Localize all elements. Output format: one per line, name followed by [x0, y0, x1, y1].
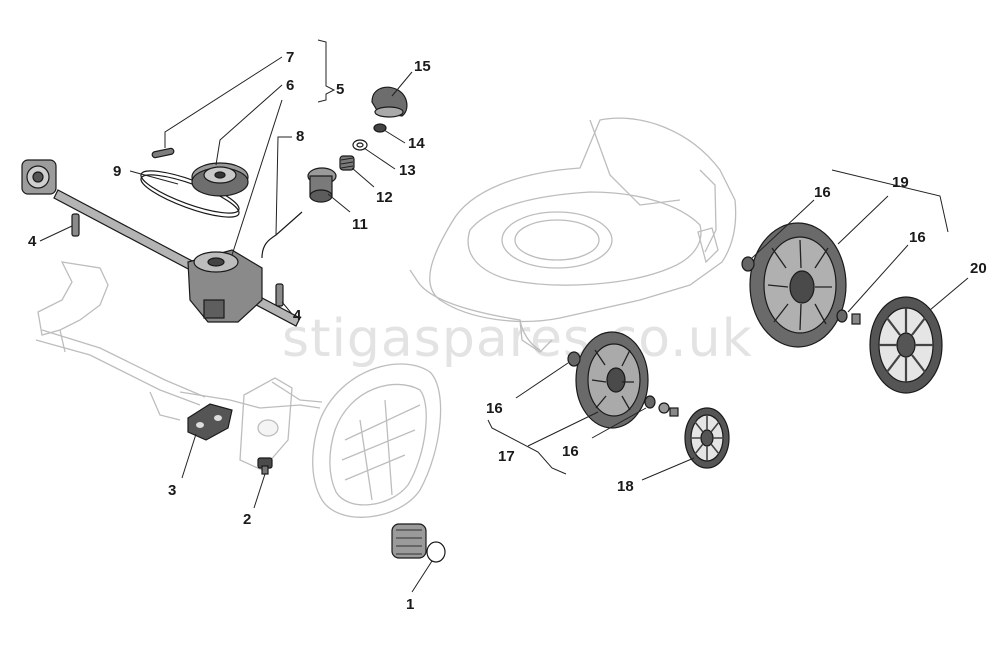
callout-labels: 7 6 5 8 9 4 4 15 14 13 12 11 3 2 1 16 17…	[28, 49, 987, 613]
leader-lines	[39, 56, 969, 593]
part-18-hubcap-front	[684, 407, 730, 469]
label-9: 9	[113, 163, 121, 180]
label-12: 12	[376, 189, 393, 206]
label-1: 1	[406, 596, 414, 613]
part-1-gear	[391, 523, 446, 563]
watermark-text: stigaspares.co.uk	[282, 309, 753, 369]
part-13-washer	[352, 139, 368, 151]
bracket-19-group	[831, 169, 949, 233]
label-13: 13	[399, 162, 416, 179]
bracket-17-group	[487, 419, 567, 475]
part-drive-axle	[53, 189, 301, 327]
label-5: 5	[336, 81, 344, 98]
part-16-bushing-rear-a	[741, 256, 755, 272]
label-2: 2	[243, 511, 251, 528]
label-19: 19	[892, 174, 909, 191]
part-3-bracket	[187, 403, 233, 441]
rear-guard-outline	[312, 363, 442, 518]
label-17: 17	[498, 448, 515, 465]
part-11-bushing	[307, 167, 337, 203]
height-adjust-plate	[239, 377, 323, 471]
part-drive-gear-left	[21, 159, 57, 195]
label-3: 3	[168, 482, 176, 499]
label-16-front-a: 16	[486, 400, 503, 417]
part-12-spring	[339, 155, 355, 171]
label-16-rear-a: 16	[814, 184, 831, 201]
part-20-hubcap-rear	[869, 296, 943, 394]
part-19-rear-wheel	[749, 222, 847, 348]
bracket-5-group	[317, 39, 336, 103]
label-6: 6	[286, 77, 294, 94]
label-4-left: 4	[28, 233, 37, 250]
label-11: 11	[352, 216, 368, 233]
part-6-pulley	[191, 162, 249, 197]
label-20: 20	[970, 260, 987, 277]
label-16-rear-b: 16	[909, 229, 926, 246]
label-14: 14	[408, 135, 425, 152]
label-18: 18	[617, 478, 634, 495]
part-15-cap	[371, 86, 408, 118]
part-7-pin	[151, 147, 175, 159]
part-14-nut	[373, 123, 387, 133]
label-7: 7	[286, 49, 294, 66]
mower-deck-outline	[409, 117, 737, 353]
rear-frame-outline	[35, 261, 321, 421]
label-16-front-b: 16	[562, 443, 579, 460]
part-8-rod	[261, 211, 303, 259]
part-16-bushing-rear-b	[836, 309, 861, 325]
part-17-front-wheel	[575, 331, 649, 429]
label-15: 15	[414, 58, 431, 75]
part-16-bushing-front-a	[567, 351, 581, 367]
part-4-pin-left	[71, 213, 80, 237]
part-4-pin-right	[275, 283, 284, 307]
label-4-right: 4	[293, 307, 302, 324]
label-8: 8	[296, 128, 304, 145]
part-2-bolt	[257, 457, 273, 475]
part-16-bushing-front-b	[644, 395, 679, 417]
part-gearbox	[187, 249, 263, 323]
